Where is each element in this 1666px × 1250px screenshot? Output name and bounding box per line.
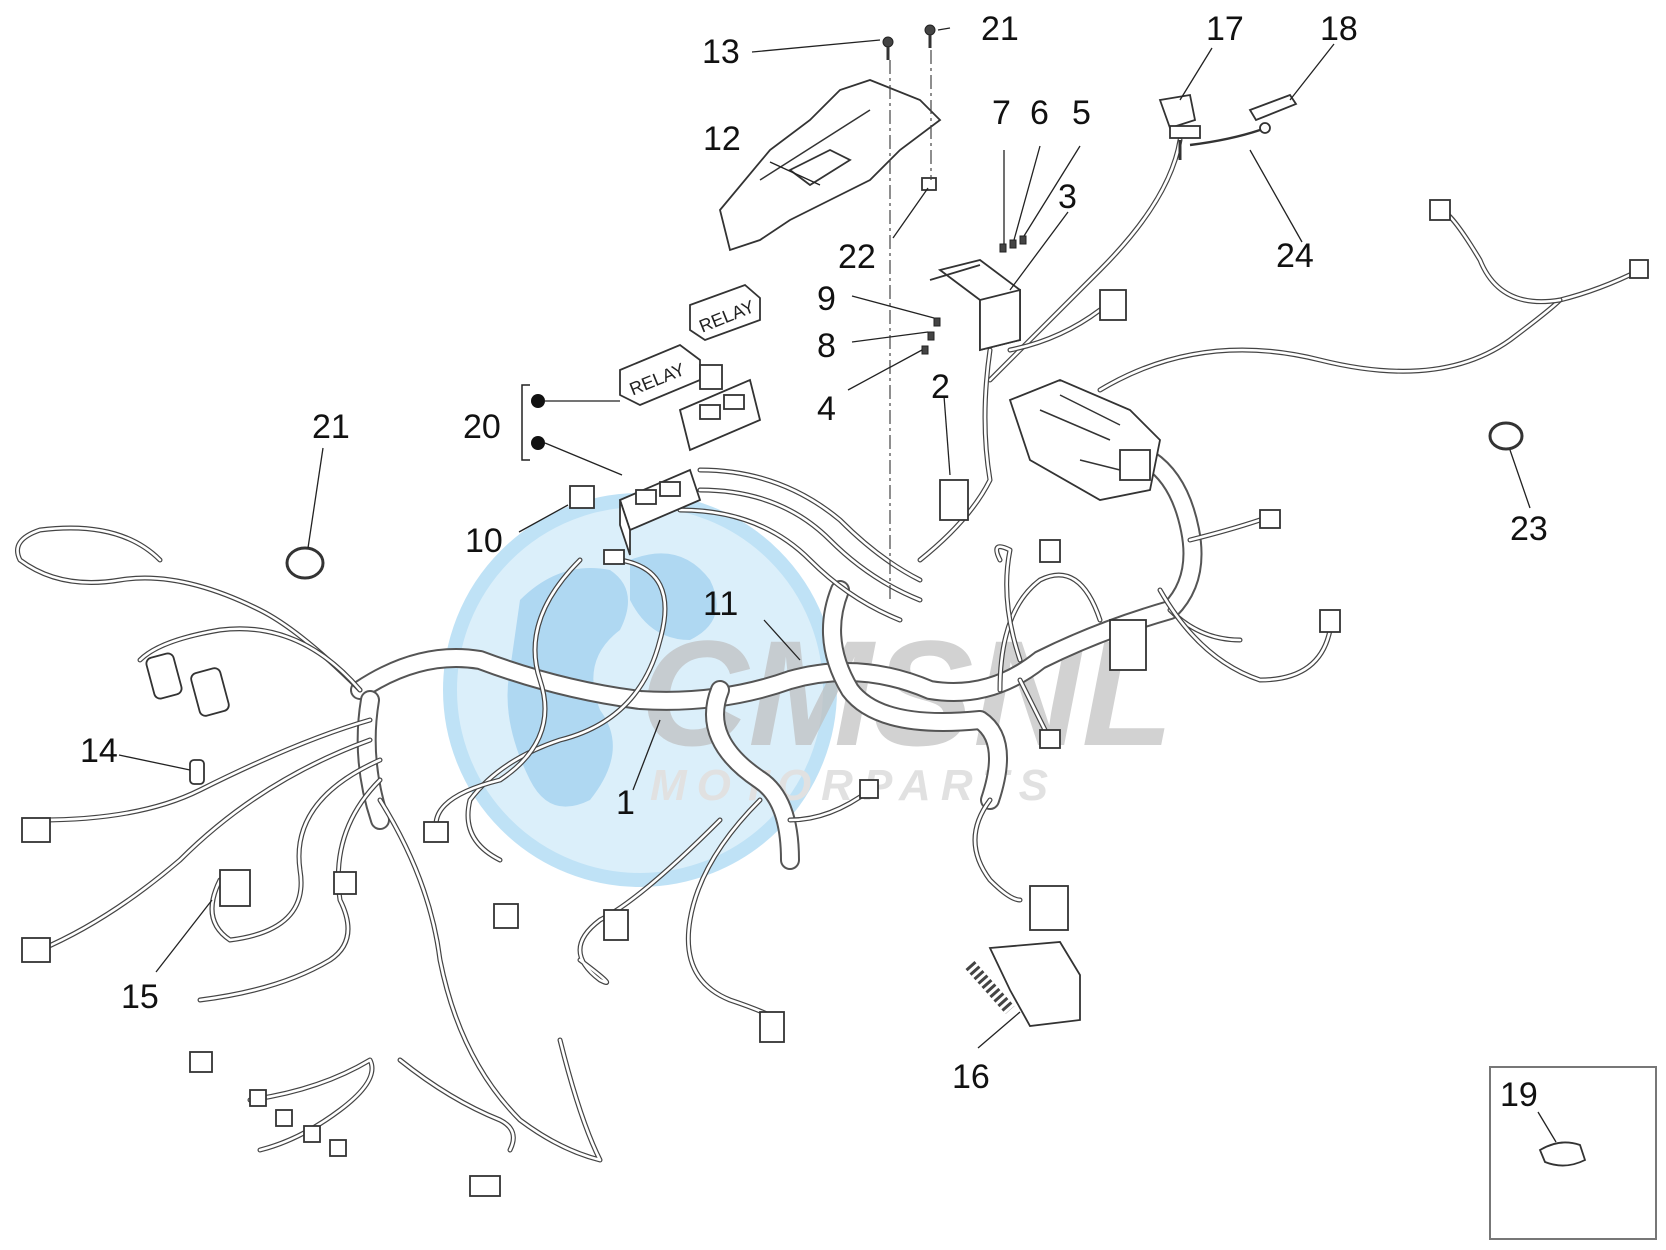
callout-7: 7 [992, 94, 1011, 132]
callout-20: 20 [463, 408, 501, 446]
nut-23 [921, 177, 937, 191]
small-terminals [921, 235, 1027, 355]
relay-holders [618, 378, 762, 556]
callout-10: 10 [465, 522, 503, 560]
leader-lines [118, 27, 1557, 1143]
group-bracket-20 [521, 384, 530, 461]
callout-labels: 13 21 12 22 7 6 5 3 9 8 4 2 17 18 24 20 … [80, 10, 1548, 1114]
callout-9: 9 [817, 280, 836, 318]
relays: RELAY RELAY [619, 283, 761, 406]
screw-13 [882, 36, 894, 60]
callout-4: 4 [817, 390, 836, 428]
callout-3: 3 [1058, 178, 1077, 216]
callout-13: 13 [702, 33, 740, 71]
bullet-20b [531, 436, 545, 450]
bracket-3 [929, 259, 1021, 352]
bullet-20a [531, 394, 545, 408]
callout-19: 19 [1500, 1076, 1538, 1114]
callout-21-right: 23 [1510, 510, 1548, 548]
battery-cable [1178, 122, 1271, 160]
callout-14: 14 [80, 732, 118, 770]
terminal-cover-17 [1158, 93, 1201, 139]
callout-24: 24 [1276, 237, 1314, 275]
inset-box-19 [1489, 1066, 1657, 1240]
connectors [21, 199, 1649, 1197]
clamp-21-right [1488, 421, 1524, 451]
callout-5: 5 [1072, 94, 1091, 132]
grommet-16 [965, 941, 1081, 1027]
callout-2: 2 [931, 368, 950, 406]
callout-11: 11 [703, 585, 738, 623]
clamp-21-left [285, 546, 325, 580]
screw-22 [924, 24, 936, 48]
callout-16: 16 [952, 1058, 990, 1096]
callout-6: 6 [1030, 94, 1049, 132]
callout-15: 15 [121, 978, 159, 1016]
callout-8: 8 [817, 327, 836, 365]
assembly-axis-line [889, 50, 932, 600]
callout-21-left: 21 [312, 408, 350, 446]
fuse-box [1008, 379, 1161, 501]
terminal-cap-18 [1248, 93, 1298, 122]
callout-22: 21 [981, 10, 1019, 48]
callout-17: 17 [1206, 10, 1244, 48]
callout-1: 1 [616, 784, 635, 822]
callout-18: 18 [1320, 10, 1358, 48]
callout-23: 22 [838, 238, 876, 276]
branch-wires [15, 137, 1643, 1163]
main-harness [350, 390, 1203, 870]
callout-12: 12 [703, 120, 741, 158]
fuse-box-cover [719, 79, 942, 252]
relay-10 [569, 485, 595, 509]
